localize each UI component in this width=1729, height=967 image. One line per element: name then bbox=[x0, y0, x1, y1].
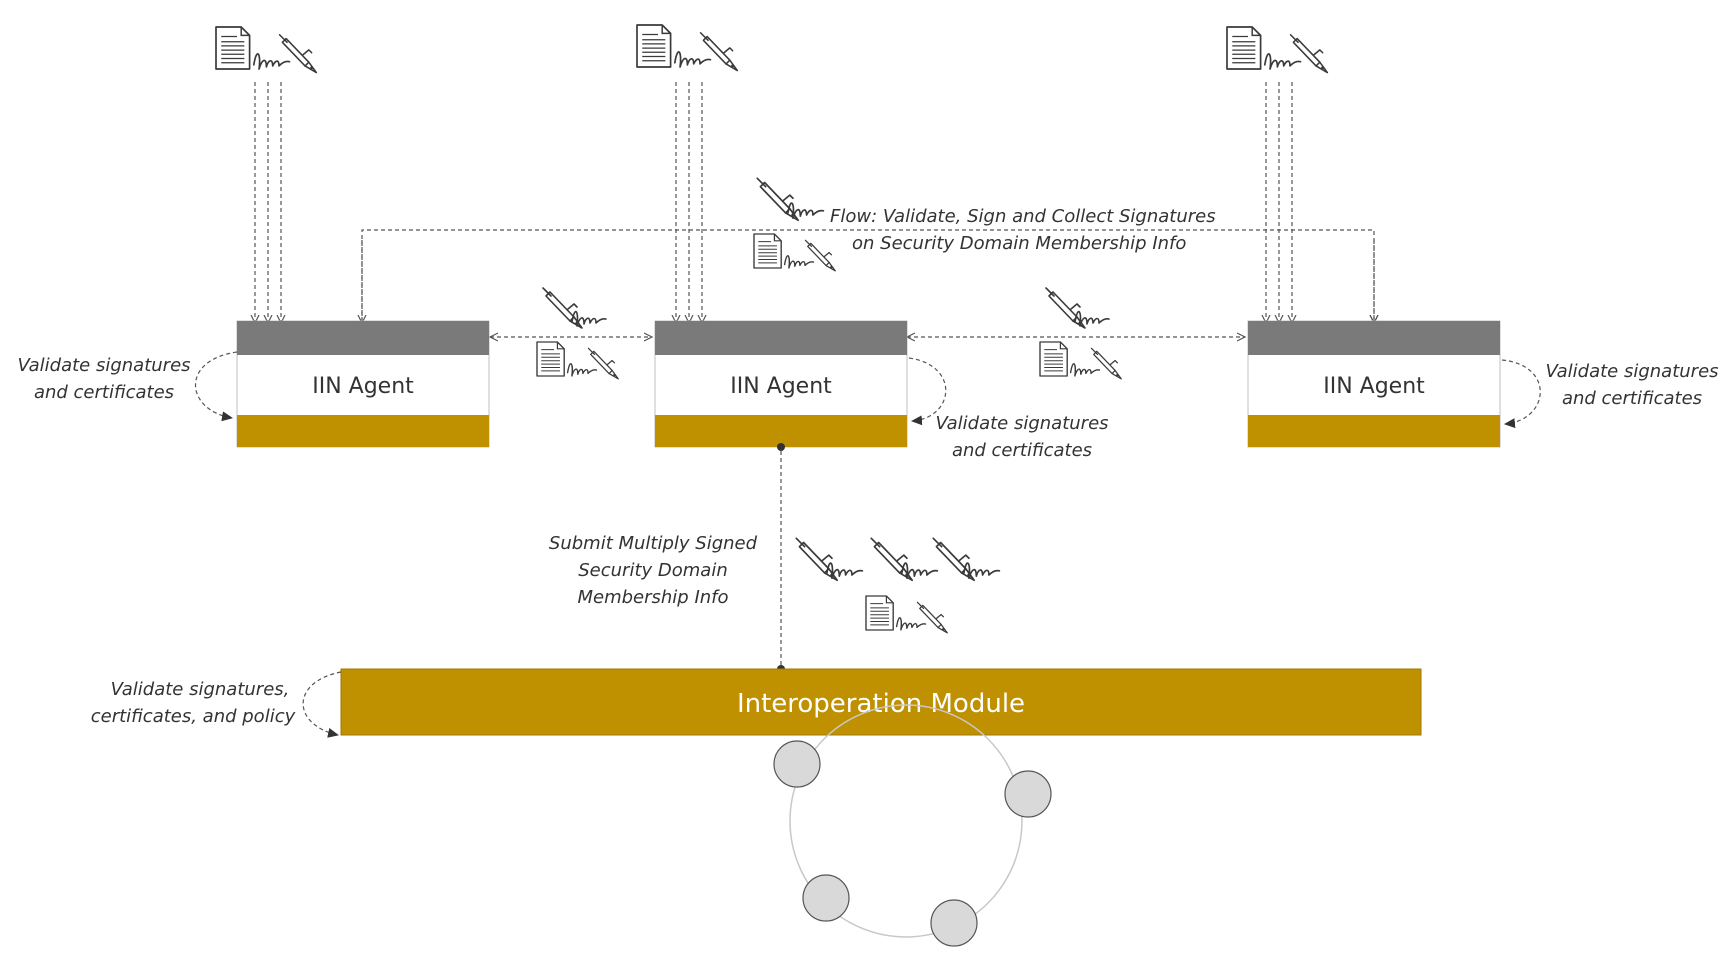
agent-header-bar bbox=[655, 321, 907, 355]
network-node bbox=[802, 874, 850, 922]
validate-right-line2: and certificates bbox=[1562, 388, 1702, 409]
agent-footer-bar bbox=[1248, 415, 1500, 447]
network-node bbox=[1004, 770, 1052, 818]
agent-label: IIN Agent bbox=[730, 374, 832, 399]
flow-label-line2: on Security Domain Membership Info bbox=[852, 233, 1186, 254]
submit-label-line2: Security Domain bbox=[578, 560, 727, 581]
submit-label-line1: Submit Multiply Signed bbox=[549, 533, 758, 554]
flow-pen-signature-icon bbox=[757, 178, 823, 220]
validate-middle-line1: Validate signatures bbox=[935, 413, 1108, 434]
agent-label: IIN Agent bbox=[312, 374, 414, 399]
submit-label-line3: Membership Info bbox=[577, 587, 728, 608]
agent-footer-bar bbox=[237, 415, 489, 447]
input-arrows-left bbox=[255, 82, 281, 323]
agent-label: IIN Agent bbox=[1323, 374, 1425, 399]
iin-agent-middle[interactable]: IIN Agent bbox=[654, 320, 908, 448]
module-validate-line1: Validate signatures, bbox=[111, 679, 290, 700]
validate-left-line2: and certificates bbox=[34, 382, 174, 403]
interoperation-module[interactable]: Interoperation Module bbox=[340, 668, 1422, 736]
exchange-icons-left bbox=[537, 288, 618, 379]
network-node bbox=[773, 740, 821, 788]
multi-signature-icons bbox=[796, 538, 999, 633]
input-arrows-middle bbox=[676, 82, 702, 323]
network-ring bbox=[773, 704, 1052, 947]
agent-footer-bar bbox=[655, 415, 907, 447]
signed-doc-icon-right bbox=[1227, 27, 1327, 73]
input-arrows-right bbox=[1266, 82, 1292, 323]
agent-header-bar bbox=[1248, 321, 1500, 355]
signed-doc-icon-middle bbox=[637, 25, 737, 71]
validate-loop-right bbox=[1501, 359, 1541, 429]
agent-header-bar bbox=[237, 321, 489, 355]
validate-middle-line2: and certificates bbox=[952, 440, 1092, 461]
submit-start-dot bbox=[777, 443, 785, 451]
network-node bbox=[930, 899, 978, 947]
exchange-icons-right bbox=[1040, 288, 1121, 379]
validate-left-line1: Validate signatures bbox=[17, 355, 190, 376]
validate-loop-middle bbox=[908, 357, 947, 426]
iin-agent-left[interactable]: IIN Agent bbox=[236, 320, 490, 448]
validate-loop-left bbox=[195, 351, 238, 422]
validate-loop-module bbox=[302, 671, 342, 738]
iin-agent-right[interactable]: IIN Agent bbox=[1247, 320, 1501, 448]
signed-doc-icon-left bbox=[216, 27, 316, 73]
flow-label-line1: Flow: Validate, Sign and Collect Signatu… bbox=[830, 206, 1216, 227]
flow-signed-doc-icon bbox=[754, 234, 835, 271]
module-validate-line2: certificates, and policy bbox=[91, 706, 296, 727]
module-label: Interoperation Module bbox=[737, 689, 1025, 719]
validate-right-line1: Validate signatures bbox=[1545, 361, 1718, 382]
